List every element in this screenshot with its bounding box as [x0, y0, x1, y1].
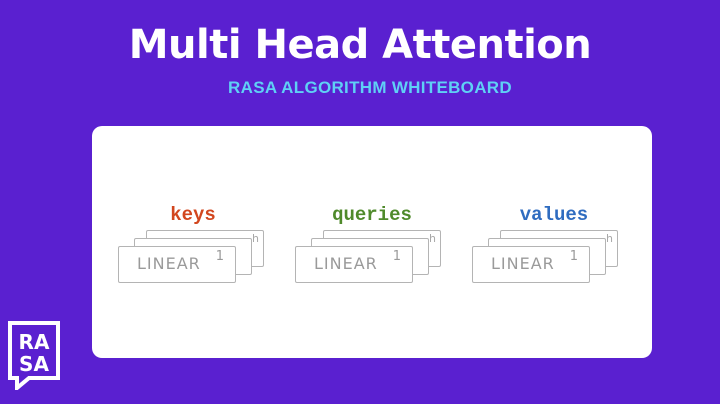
linear-layer-index: 1 [392, 249, 401, 264]
linear-layer-card-front: LINEAR 1 [472, 246, 590, 283]
values-group: values h LINEAR 1 [472, 204, 632, 294]
head-index-mark: h [606, 232, 613, 245]
page-title: Multi Head Attention [128, 22, 592, 68]
queries-label: queries [332, 204, 412, 226]
linear-layer-card-front: LINEAR 1 [295, 246, 413, 283]
linear-layer-index: 1 [569, 249, 578, 264]
linear-layer-label: LINEAR [137, 254, 201, 273]
rasa-logo-icon: RA SA [8, 321, 60, 393]
logo-line-2: SA [19, 352, 49, 376]
head-index-mark: h [252, 232, 259, 245]
linear-layer-label: LINEAR [314, 254, 378, 273]
rasa-logo: RA SA [7, 320, 61, 393]
keys-group: keys h LINEAR 1 [118, 204, 278, 294]
linear-layer-card-front: LINEAR 1 [118, 246, 236, 283]
keys-label: keys [170, 204, 216, 226]
queries-group: queries h LINEAR 1 [295, 204, 455, 294]
logo-line-1: RA [19, 330, 50, 354]
whiteboard: keys h LINEAR 1 queries h LINEAR 1 value… [92, 126, 652, 358]
page-subtitle: RASA ALGORITHM WHITEBOARD [228, 78, 512, 97]
linear-layer-label: LINEAR [491, 254, 555, 273]
head-index-mark: h [429, 232, 436, 245]
values-label: values [519, 204, 589, 226]
linear-layer-index: 1 [215, 249, 224, 264]
